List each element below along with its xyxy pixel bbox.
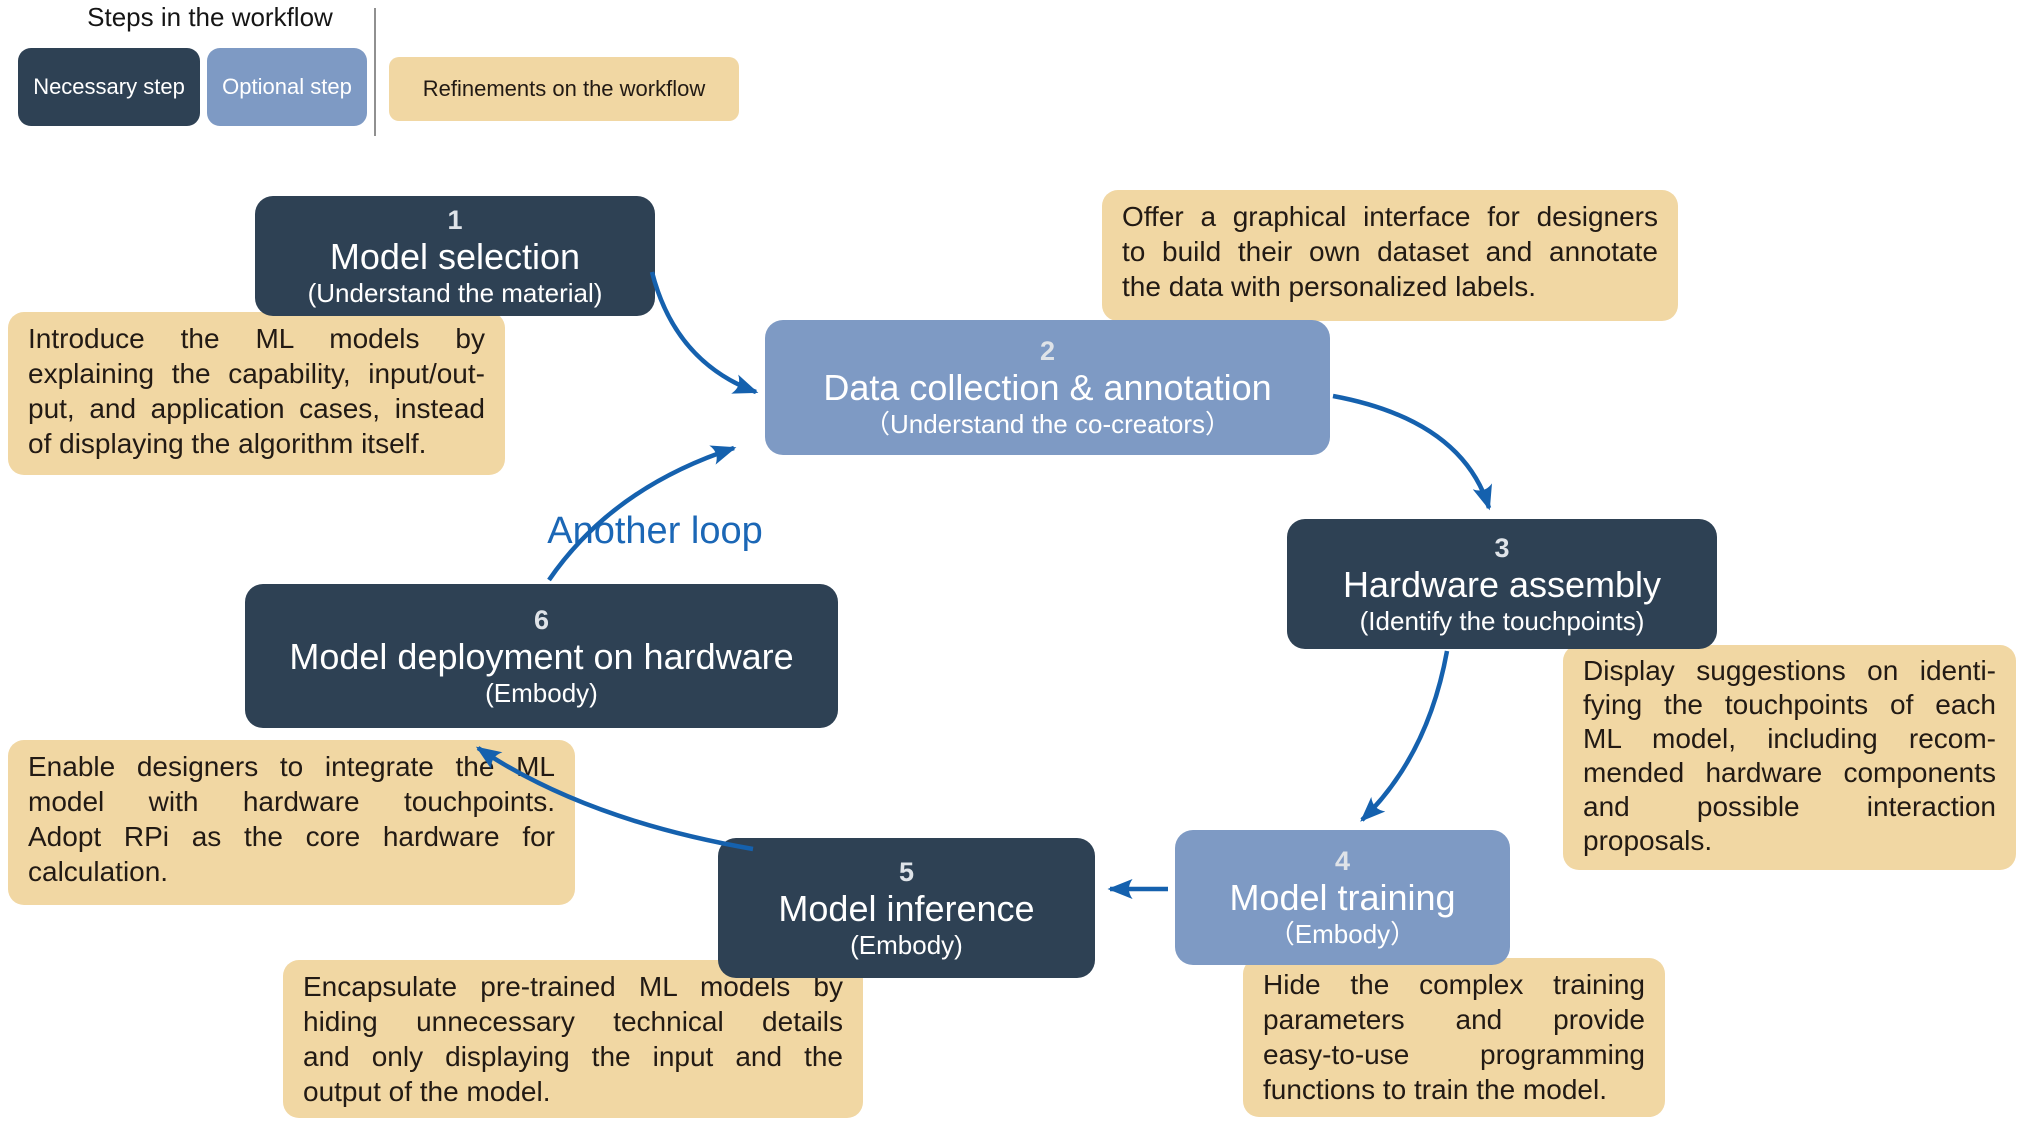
refinement-note-data-collection: Offer a graphical interface for designer… [1102, 190, 1678, 321]
step-title: Model deployment on hardware [289, 635, 794, 677]
step-subtitle: (Identify the touchpoints) [1359, 605, 1645, 636]
step-box-data-collection: 2 Data collection & annotation （Understa… [765, 320, 1330, 455]
legend-refinements-label: Refinements on the workflow [422, 76, 706, 101]
step-box-model-selection: 1 Model selection (Understand the materi… [255, 196, 655, 316]
arrow-step2-to-step3 [1332, 393, 1492, 511]
step-title: Hardware assembly [1342, 563, 1662, 605]
step-title: Model selection [329, 235, 581, 277]
legend-divider [374, 8, 376, 136]
refinement-note-model-selection: Introduce the ML models by explaining th… [8, 312, 505, 475]
step-number: 4 [1334, 846, 1351, 876]
arrow-step1-to-step2 [649, 271, 759, 395]
legend-title: Steps in the workflow [87, 2, 333, 32]
legend-necessary-step: Necessary step [18, 48, 200, 126]
another-loop-label: Another loop [547, 510, 763, 552]
step-box-model-deployment: 6 Model deployment on hardware (Embody) [245, 584, 838, 728]
step-number: 6 [533, 604, 550, 635]
step-subtitle: （Understand the co-creators） [863, 409, 1232, 439]
step-subtitle: (Embody) [485, 677, 598, 708]
step-number: 5 [898, 856, 915, 887]
refinement-note-model-training: Hide the complex training parameters and… [1243, 958, 1665, 1117]
step-box-model-inference: 5 Model inference (Embody) [718, 838, 1095, 978]
step-title: Model training [1229, 877, 1456, 918]
step-number: 1 [447, 204, 463, 235]
step-subtitle: (Embody) [850, 929, 963, 960]
legend-optional-step: Optional step [207, 48, 367, 126]
legend-optional-label: Optional step [222, 74, 352, 99]
step-title: Model inference [778, 887, 1035, 929]
step-title: Data collection & annotation [823, 367, 1272, 408]
refinement-note-model-deployment: Enable designers to integrate the ML mod… [8, 740, 575, 905]
step-subtitle: （Embody） [1268, 919, 1417, 949]
step-number: 2 [1039, 336, 1056, 366]
step-box-model-training: 4 Model training （Embody） [1175, 830, 1510, 965]
arrow-step3-to-step4 [1360, 650, 1450, 822]
step-number: 3 [1494, 532, 1510, 563]
legend-refinements: Refinements on the workflow [389, 57, 739, 121]
step-subtitle: (Understand the material) [307, 277, 603, 308]
refinement-note-model-inference: Encapsulate pre-trained ML models by hid… [283, 960, 863, 1118]
refinement-note-hardware-assembly: Display suggestions on identi- fying the… [1563, 645, 2016, 870]
legend-necessary-label: Necessary step [33, 74, 185, 99]
step-box-hardware-assembly: 3 Hardware assembly (Identify the touchp… [1287, 519, 1717, 649]
